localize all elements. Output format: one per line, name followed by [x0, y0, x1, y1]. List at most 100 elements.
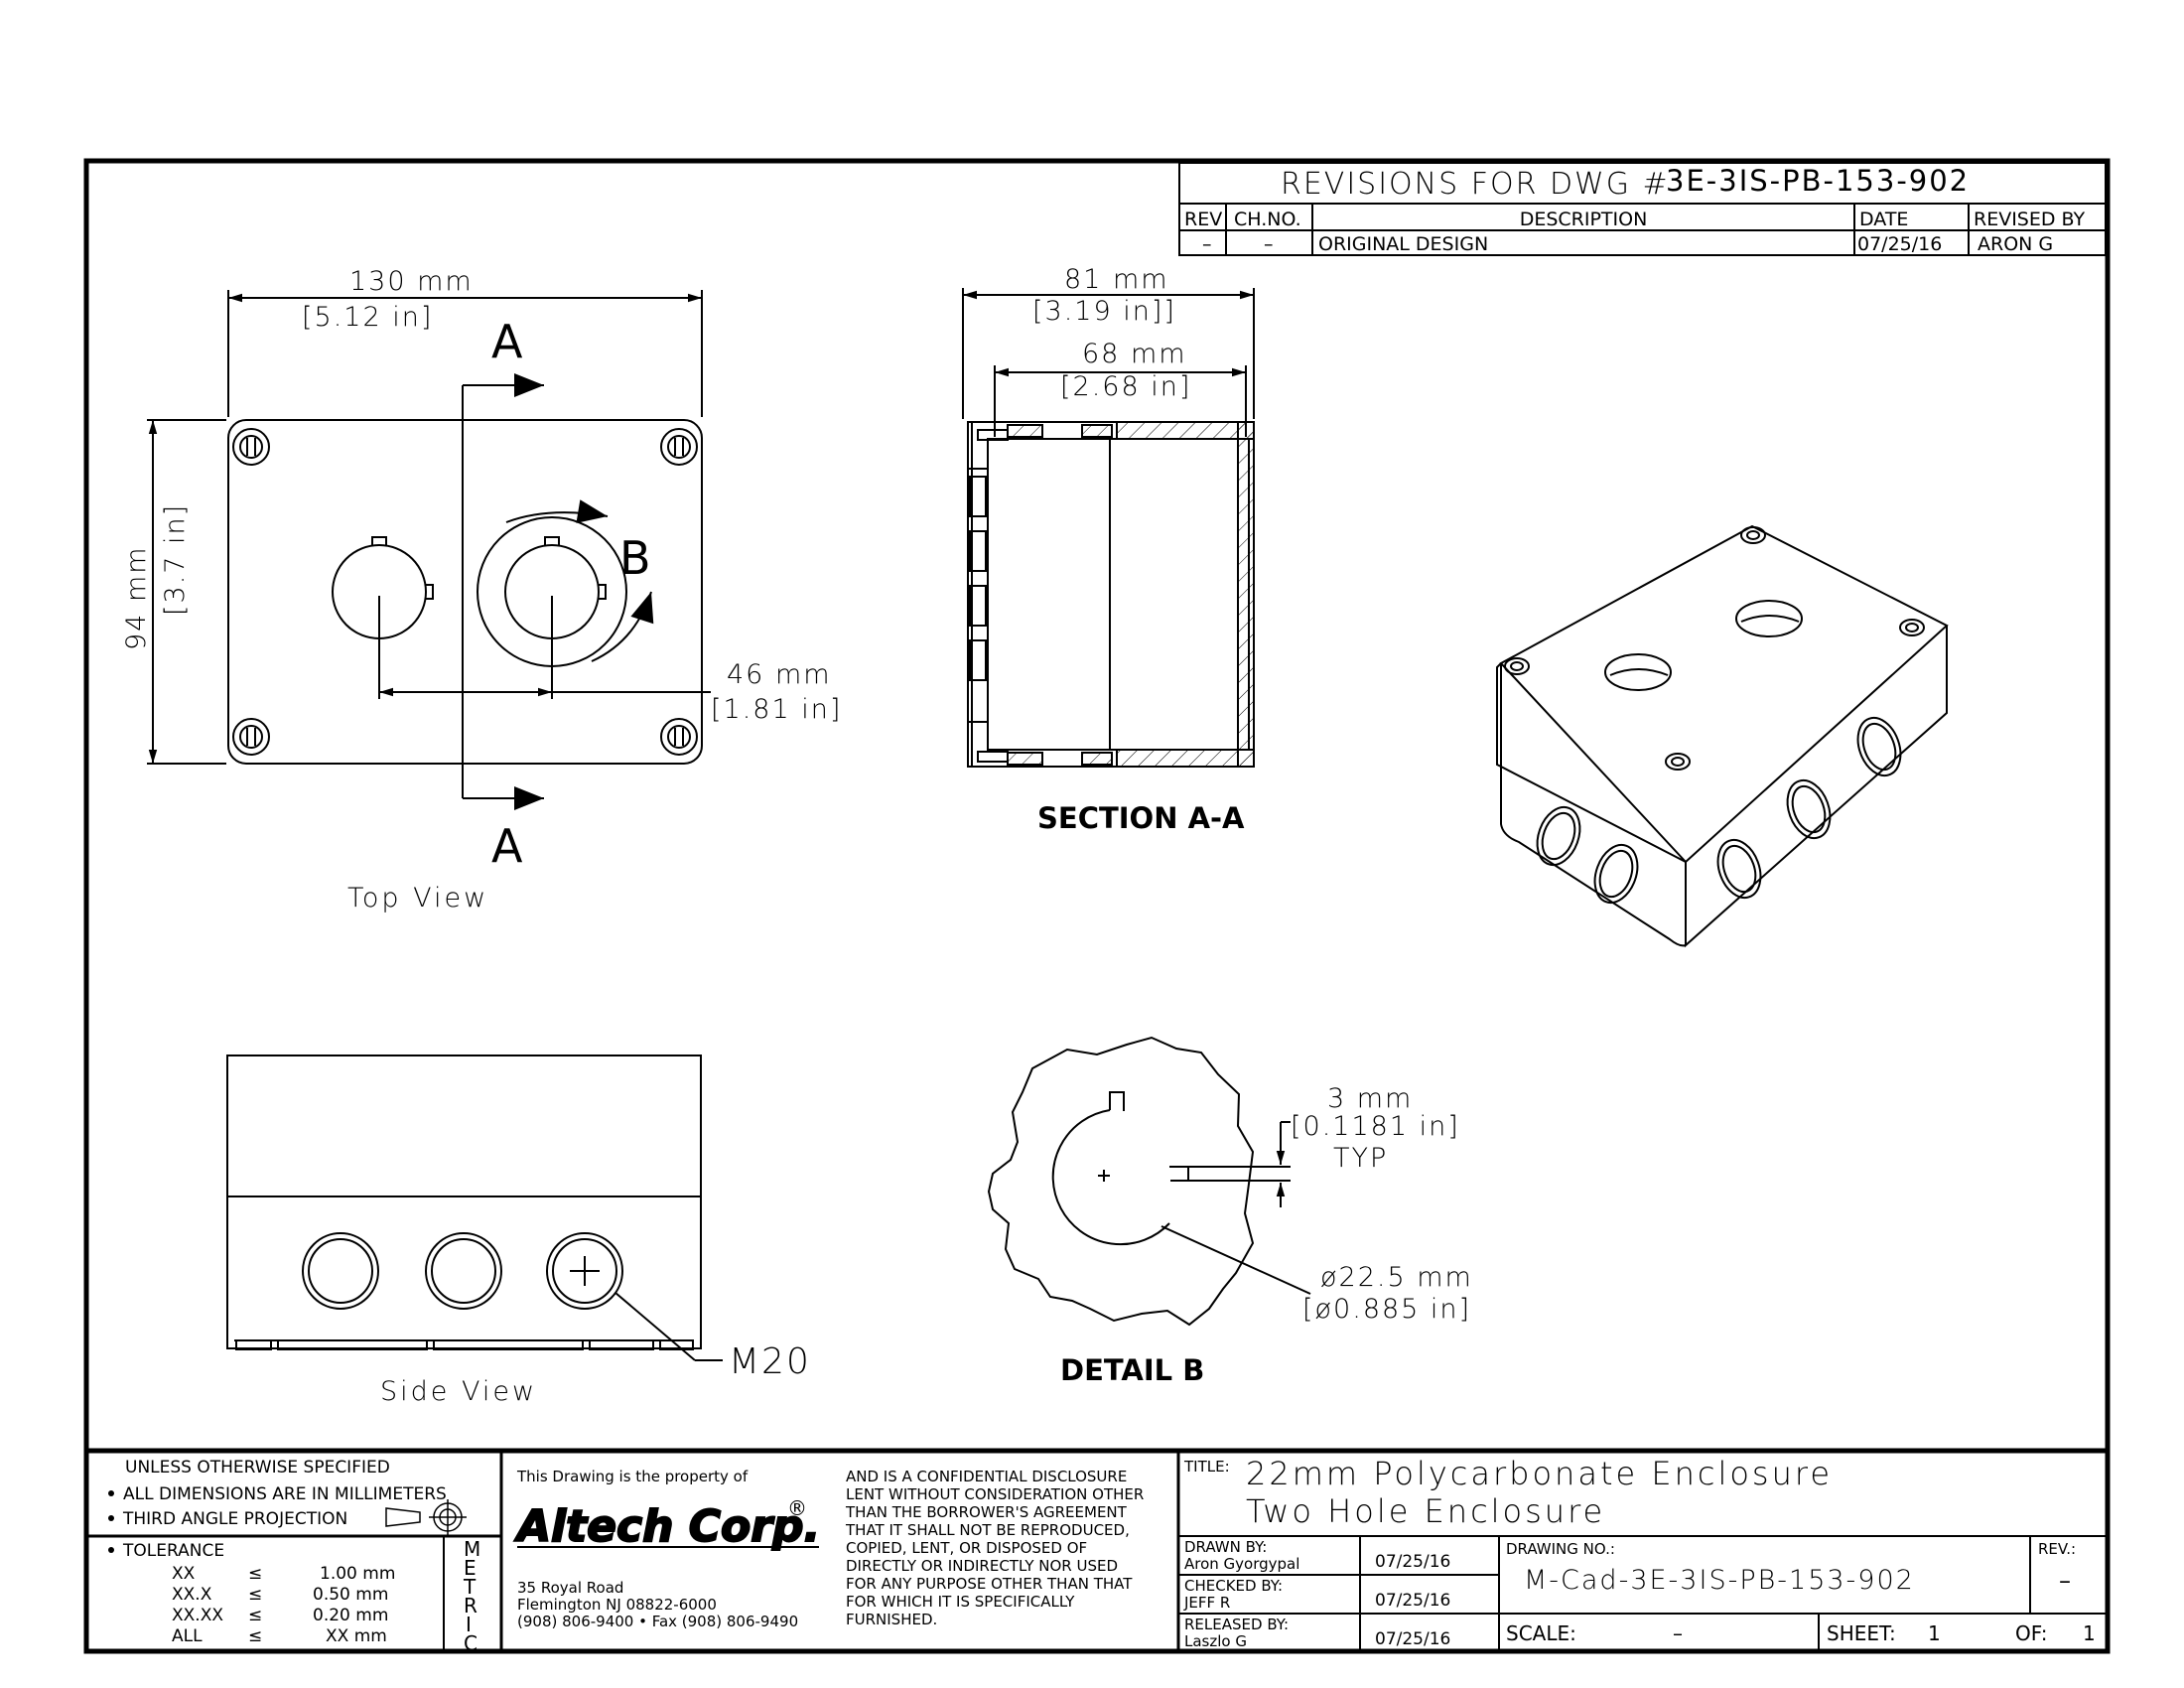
chno-value: – [1264, 233, 1274, 255]
section-caption: SECTION A-A [1037, 801, 1245, 835]
drawing-number: M-Cad-3E-3IS-PB-153-902 [1524, 1565, 1915, 1596]
metric-letter: C [464, 1631, 478, 1655]
tol-le-1: ≤ [248, 1585, 262, 1605]
disclosure-line: FURNISHED. [846, 1611, 937, 1628]
corner-screw [660, 428, 698, 466]
of-number: 1 [2083, 1621, 2096, 1645]
top-height-mm: 94 mm [121, 545, 152, 650]
tol-le-2: ≤ [248, 1606, 262, 1625]
third-angle-projection-icon [385, 1499, 467, 1535]
metric-letter: I [466, 1613, 472, 1636]
tol-key-0: XX [172, 1564, 196, 1584]
rev-value: – [1202, 233, 1212, 255]
company-phone: (908) 806-9400 • Fax (908) 806-9490 [517, 1613, 798, 1630]
disclosure-line: LENT WITHOUT CONSIDERATION OTHER [846, 1485, 1144, 1503]
iso-screw [1740, 526, 1766, 544]
tol-key-2: XX.XX [172, 1606, 223, 1625]
iso-screw [1504, 657, 1530, 675]
tol-key-3: ALL [172, 1626, 203, 1646]
button-hole-left [332, 536, 434, 639]
notes-projection: THIRD ANGLE PROJECTION [122, 1509, 347, 1529]
section-marker-a-top: A [491, 315, 523, 368]
top-spacing-in: [1.81 in] [711, 694, 842, 725]
section-view [962, 288, 1255, 768]
section-inner-in: [2.68 in] [1060, 371, 1191, 402]
revisions-table: REVISIONS FOR DWG # 3E-3IS-PB-153-902 RE… [1178, 162, 2107, 256]
company-address-2: Flemington NJ 08822-6000 [517, 1596, 717, 1614]
drawn-label: DRAWN BY: [1184, 1538, 1267, 1556]
side-view-caption: Side View [380, 1376, 537, 1407]
detail-dia-mm: ø22.5 mm [1320, 1262, 1473, 1293]
sheet-border [83, 158, 2111, 1654]
disclosure-line: THAN THE BORROWER'S AGREEMENT [845, 1503, 1128, 1521]
tol-val-2: 0.20 mm [313, 1606, 388, 1625]
sheet-number: 1 [1928, 1621, 1941, 1645]
disclosure-line: AND IS A CONFIDENTIAL DISCLOSURE [846, 1468, 1127, 1485]
iso-hole [1735, 600, 1803, 637]
rev-label: REV.: [2038, 1540, 2076, 1558]
description-value: ORIGINAL DESIGN [1318, 233, 1488, 255]
revisions-dwg-number: 3E-3IS-PB-153-902 [1666, 164, 1970, 198]
top-width-in: [5.12 in] [302, 302, 433, 333]
corner-screw [660, 718, 698, 756]
top-spacing-mm: 46 mm [727, 659, 832, 690]
disclosure-line: FOR ANY PURPOSE OTHER THAN THAT [846, 1575, 1133, 1593]
corner-screw [232, 428, 270, 466]
iso-hole [1604, 653, 1672, 691]
side-port [546, 1232, 623, 1310]
disclosure-line: THAT IT SHALL NOT BE REPRODUCED, [845, 1521, 1130, 1539]
drawing-title-2: Two Hole Enclosure [1246, 1492, 1605, 1530]
top-width-mm: 130 mm [349, 266, 474, 297]
detail-view [987, 1036, 1311, 1327]
metric-letter: R [464, 1594, 478, 1618]
registered-mark: ® [787, 1496, 807, 1520]
tol-val-0: 1.00 mm [320, 1564, 395, 1584]
of-label: OF: [2015, 1621, 2047, 1645]
tol-key-1: XX.X [172, 1585, 212, 1605]
side-view [226, 1055, 723, 1361]
top-height-in: [3.7 in] [160, 503, 191, 616]
side-port [425, 1232, 502, 1310]
section-marker-a-bottom: A [491, 819, 523, 873]
iso-screw [1665, 753, 1691, 771]
checked-date: 07/25/16 [1375, 1591, 1450, 1611]
title-label: TITLE: [1183, 1458, 1230, 1476]
date-value: 07/25/16 [1857, 233, 1942, 255]
side-port [302, 1232, 379, 1310]
scale-value: – [1673, 1621, 1683, 1645]
thread-label: M20 [729, 1341, 811, 1382]
section-inner-mm: 68 mm [1082, 339, 1187, 369]
revisions-title: REVISIONS FOR DWG # [1281, 167, 1670, 202]
released-label: RELEASED BY: [1184, 1616, 1289, 1633]
drawing-number-label: DRAWING NO.: [1506, 1540, 1615, 1558]
property-text: This Drawing is the property of [516, 1468, 749, 1485]
scale-label: SCALE: [1506, 1621, 1576, 1645]
disclosure-line: DIRECTLY OR INDIRECTLY NOR USED [846, 1557, 1118, 1575]
detail-marker-b: B [619, 531, 651, 585]
company-address-1: 35 Royal Road [517, 1579, 623, 1597]
corner-screw [232, 718, 270, 756]
metric-letter: M [464, 1537, 480, 1561]
section-depth-mm: 81 mm [1064, 264, 1169, 295]
checked-by: JEFF R [1183, 1594, 1230, 1612]
sheet-label: SHEET: [1827, 1621, 1896, 1645]
disclosure-line: FOR WHICH IT IS SPECIFICALLY [846, 1593, 1075, 1611]
released-date: 07/25/16 [1375, 1629, 1450, 1649]
metric-letter: T [463, 1575, 477, 1599]
top-view-caption: Top View [347, 883, 488, 914]
checked-label: CHECKED BY: [1184, 1577, 1283, 1595]
drawing-title-1: 22mm Polycarbonate Enclosure [1246, 1455, 1833, 1492]
detail-key-mm: 3 mm [1327, 1083, 1413, 1114]
drawn-date: 07/25/16 [1375, 1552, 1450, 1572]
revised-by-value: ARON G [1978, 233, 2053, 255]
revised-by-header: REVISED BY [1974, 209, 2086, 230]
section-depth-in: [3.19 in]] [1032, 296, 1176, 327]
description-header: DESCRIPTION [1520, 209, 1648, 230]
drawn-by: Aron Gyorgypal [1184, 1555, 1299, 1573]
tol-le-0: ≤ [248, 1564, 262, 1584]
title-block-frame [86, 1448, 2108, 1651]
iso-screw [1899, 619, 1925, 636]
top-view [147, 290, 711, 810]
chno-header: CH.NO. [1234, 209, 1301, 230]
